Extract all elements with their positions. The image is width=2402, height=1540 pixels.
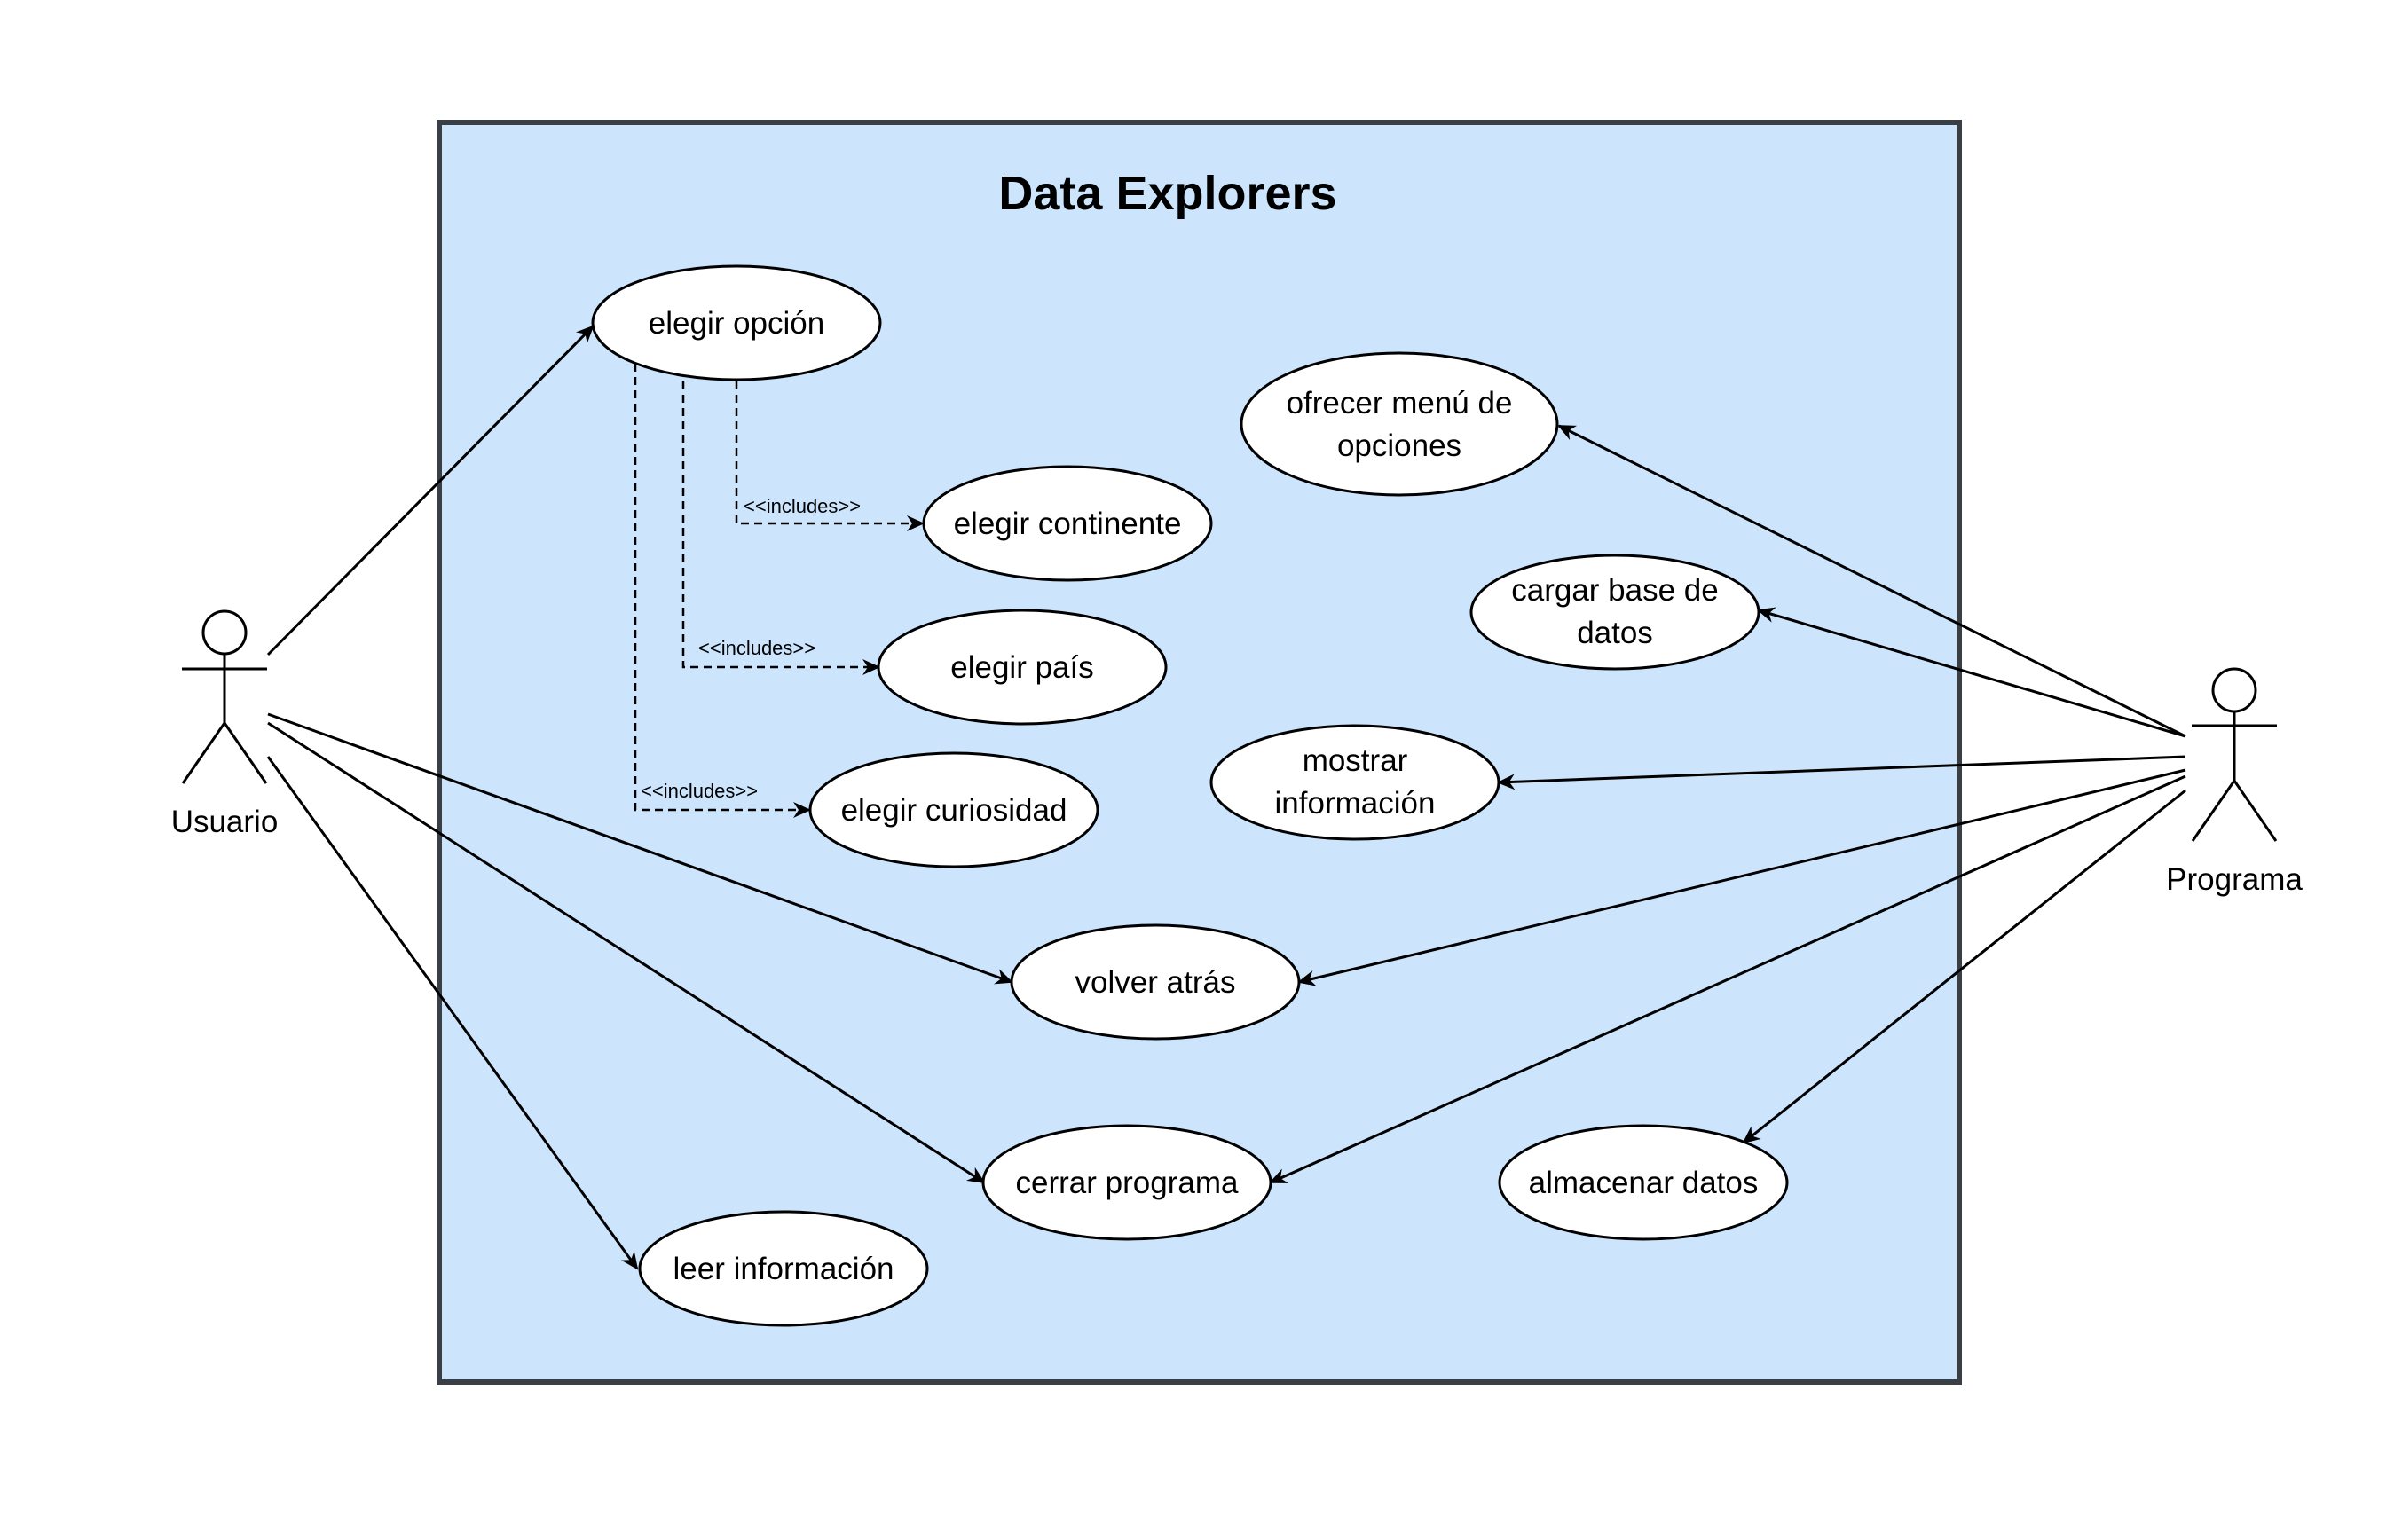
association-programa-volver-atras <box>1297 768 2186 986</box>
use-case-ofrecer-menu[interactable]: ofrecer menú de opciones <box>1240 351 1559 497</box>
association-usuario-elegir-opcion <box>266 325 595 656</box>
include-line-pais <box>681 381 880 675</box>
use-case-label-line-2: datos <box>1577 616 1653 650</box>
use-case-leer-informacion[interactable]: leer información <box>638 1210 929 1327</box>
use-case-elegir-curiosidad[interactable]: elegir curiosidad <box>808 751 1099 868</box>
use-case-elegir-continente[interactable]: elegir continente <box>922 465 1213 582</box>
use-case-almacenar-datos[interactable]: almacenar datos <box>1498 1124 1789 1241</box>
stick-figure-icon <box>181 609 268 784</box>
use-case-elegir-pais[interactable]: elegir país <box>877 609 1168 726</box>
actor-label: Usuario <box>171 805 279 839</box>
association-programa-cerrar-programa <box>1269 774 2186 1184</box>
use-case-cargar-base[interactable]: cargar base de datos <box>1469 554 1760 671</box>
include-line-continente <box>735 381 925 531</box>
use-case-label: elegir continente <box>954 507 1182 541</box>
association-programa-cargar-base <box>1757 607 2186 738</box>
use-case-label-line-1: mostrar <box>1303 743 1408 778</box>
include-relationships: <<includes>> <<includes>> <<includes>> <box>634 364 925 818</box>
association-usuario-leer-informacion <box>266 756 639 1270</box>
include-label-continente: <<includes>> <box>744 495 861 517</box>
include-label-curiosidad: <<includes>> <box>641 780 758 802</box>
association-programa-mostrar-informacion <box>1497 755 2186 790</box>
use-case-label: elegir opción <box>649 306 824 341</box>
use-case-label: elegir país <box>950 650 1093 685</box>
association-usuario-volver-atras <box>267 712 1013 985</box>
actor-usuario[interactable]: Usuario <box>171 609 279 839</box>
use-case-label-line-2: opciones <box>1337 428 1461 463</box>
association-programa-almacenar-datos <box>1742 789 2186 1144</box>
stick-figure-icon <box>2191 667 2278 842</box>
use-case-cerrar-programa[interactable]: cerrar programa <box>981 1124 1272 1241</box>
association-usuario-cerrar-programa <box>267 721 986 1184</box>
use-case-label: leer información <box>673 1252 894 1286</box>
use-case-label: elegir curiosidad <box>841 793 1067 828</box>
use-case-label-line-1: cargar base de <box>1511 573 1718 608</box>
use-case-label: volver atrás <box>1075 965 1236 1000</box>
use-case-label-line-1: ofrecer menú de <box>1287 386 1513 420</box>
associations <box>266 325 2186 1270</box>
actor-programa[interactable]: Programa <box>2166 667 2303 897</box>
use-case-label: almacenar datos <box>1529 1166 1759 1200</box>
actor-label: Programa <box>2166 862 2303 897</box>
include-line-curiosidad <box>634 364 811 818</box>
use-case-label-line-2: información <box>1275 786 1436 821</box>
system-title: Data Explorers <box>998 167 1336 220</box>
association-programa-ofrecer-menu <box>1557 424 2186 738</box>
use-case-volver-atras[interactable]: volver atrás <box>1010 923 1301 1041</box>
use-case-label: cerrar programa <box>1016 1166 1239 1200</box>
include-label-pais: <<includes>> <box>698 637 815 659</box>
use-case-elegir-opcion[interactable]: elegir opción <box>591 264 882 381</box>
use-case-mostrar-informacion[interactable]: mostrar información <box>1209 724 1500 841</box>
